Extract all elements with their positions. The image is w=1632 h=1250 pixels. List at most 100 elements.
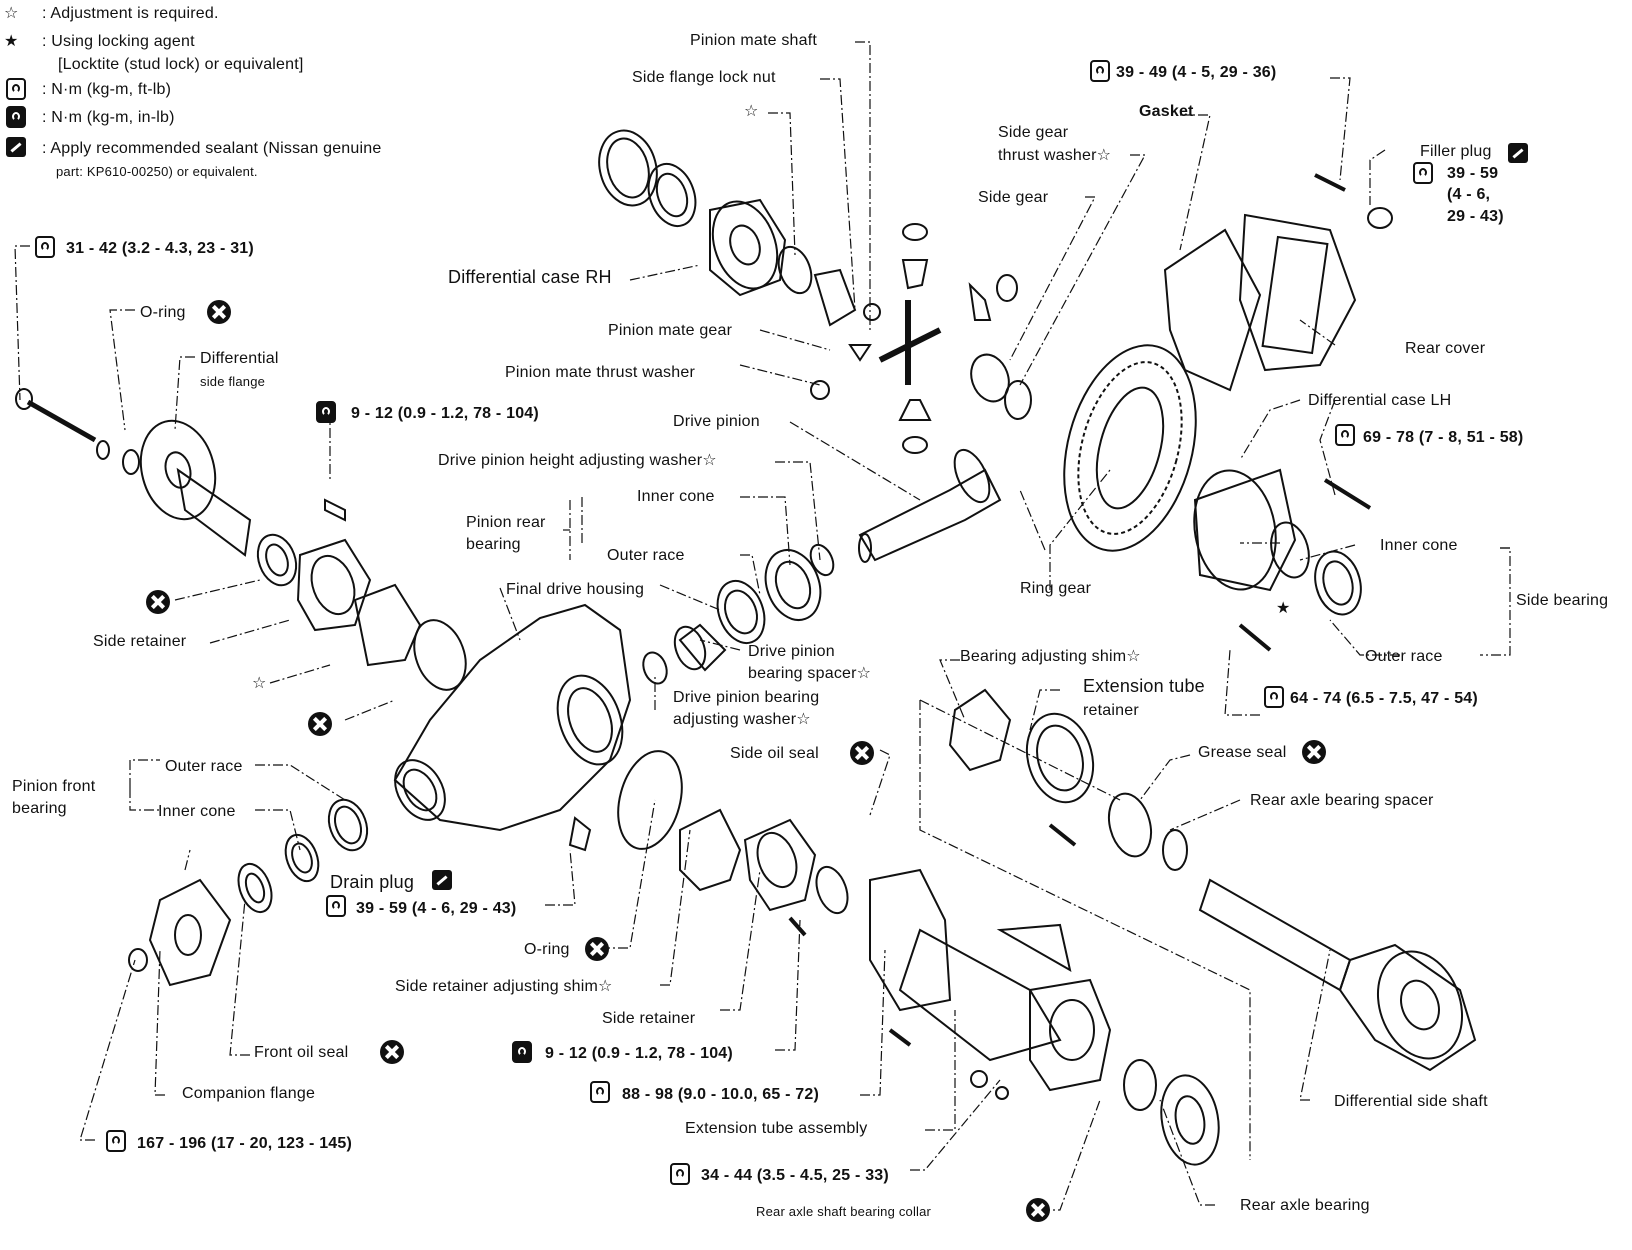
- label-side-gear: Side gear: [978, 189, 1049, 206]
- label-side-gear-thrust-washer-1: Side gear: [998, 124, 1069, 141]
- label-rear-cover: Rear cover: [1405, 340, 1486, 357]
- torque-88-98: 88 - 98 (9.0 - 10.0, 65 - 72): [622, 1086, 820, 1103]
- label-outer-race-right: Outer race: [1365, 648, 1443, 665]
- torque-wrench-icon: [35, 236, 55, 258]
- torque-wrench-inlb-icon: [512, 1041, 532, 1063]
- label-inner-cone-top: Inner cone: [637, 488, 715, 505]
- legend-torque-in-text: : N·m (kg-m, in-lb): [42, 109, 175, 126]
- label-o-ring-left: O-ring: [140, 304, 186, 321]
- label-side-retainer-adjusting-shim: Side retainer adjusting shim☆: [395, 978, 613, 995]
- label-differential-side-shaft: Differential side shaft: [1334, 1093, 1488, 1110]
- non-reusable-icon: [380, 1040, 404, 1064]
- legend-torque-nm-text: : N·m (kg-m, ft-lb): [42, 81, 172, 98]
- label-pinion-mate-gear: Pinion mate gear: [608, 322, 733, 339]
- non-reusable-icon: [850, 741, 874, 765]
- label-side-retainer-center: Side retainer: [602, 1010, 696, 1027]
- label-inner-cone-left: Inner cone: [158, 803, 236, 820]
- legend-sealant-text: : Apply recommended sealant (Nissan genu…: [42, 140, 382, 157]
- torque-wrench-icon: [590, 1081, 610, 1103]
- legend-adjust-symbol: ☆: [4, 5, 19, 22]
- sealant-icon: [1508, 143, 1528, 163]
- torque-wrench-icon: [326, 895, 346, 917]
- non-reusable-icon: [146, 590, 170, 614]
- sealant-icon: [432, 870, 452, 890]
- torque-wrench-inlb-icon: [316, 401, 336, 423]
- non-reusable-icon: [308, 712, 332, 736]
- label-pinion-front-bearing-2: bearing: [12, 800, 67, 817]
- torque-wrench-icon: [1264, 686, 1284, 708]
- torque-filler-2: (4 - 6,: [1447, 186, 1491, 203]
- label-side-oil-seal: Side oil seal: [730, 745, 819, 762]
- torque-167-196: 167 - 196 (17 - 20, 123 - 145): [137, 1135, 353, 1152]
- label-differential-case-lh: Differential case LH: [1308, 392, 1452, 409]
- label-final-drive-housing: Final drive housing: [506, 581, 645, 598]
- label-pinion-front-bearing-1: Pinion front: [12, 778, 96, 795]
- label-side-retainer-left: Side retainer: [93, 633, 187, 650]
- torque-34-44: 34 - 44 (3.5 - 4.5, 25 - 33): [701, 1167, 889, 1184]
- label-pinion-rear-bearing-2: bearing: [466, 536, 521, 553]
- label-pinion-rear-bearing-1: Pinion rear: [466, 514, 546, 531]
- label-bearing-adjusting-shim: Bearing adjusting shim☆: [960, 648, 1141, 665]
- legend-lock-text: : Using locking agent: [42, 33, 195, 50]
- non-reusable-icon: [1302, 740, 1326, 764]
- label-differential-side-flange-1: Differential: [200, 350, 279, 367]
- label-gasket: Gasket: [1139, 103, 1194, 120]
- label-side-flange-lock-nut: Side flange lock nut: [632, 69, 776, 86]
- label-companion-flange: Companion flange: [182, 1085, 316, 1102]
- label-drain-plug: Drain plug: [330, 872, 415, 892]
- torque-filler-1: 39 - 59: [1447, 165, 1499, 182]
- torque-69-78: 69 - 78 (7 - 8, 51 - 58): [1363, 429, 1524, 446]
- label-extension-tube-assembly: Extension tube assembly: [685, 1120, 868, 1137]
- non-reusable-icon: [207, 300, 231, 324]
- label-rear-axle-bearing: Rear axle bearing: [1240, 1197, 1370, 1214]
- legend-adjust-text: : Adjustment is required.: [42, 5, 219, 22]
- legend-lock-symbol: ★: [4, 33, 19, 50]
- torque-39-49: 39 - 49 (4 - 5, 29 - 36): [1116, 64, 1277, 81]
- legend-lock-text-2: [Locktite (stud lock) or equivalent]: [58, 56, 304, 73]
- non-reusable-icon: [585, 937, 609, 961]
- torque-31-42: 31 - 42 (3.2 - 4.3, 23 - 31): [66, 240, 254, 257]
- label-drive-pinion-height-washer: Drive pinion height adjusting washer☆: [438, 452, 717, 469]
- label-differential-case-rh: Differential case RH: [448, 267, 612, 287]
- label-outer-race-top: Outer race: [607, 547, 685, 564]
- torque-wrench-icon: [1413, 162, 1433, 184]
- label-grease-seal: Grease seal: [1198, 744, 1287, 761]
- label-drive-pinion: Drive pinion: [673, 413, 760, 430]
- torque-wrench-icon: [1335, 424, 1355, 446]
- label-drive-pinion-bearing-spacer-1: Drive pinion: [748, 643, 835, 660]
- torque-wrench-icon: [106, 1130, 126, 1152]
- label-side-gear-thrust-washer-2: thrust washer☆: [998, 147, 1112, 164]
- legend-sealant-text-2: part: KP610-00250) or equivalent.: [56, 164, 258, 179]
- label-drive-pinion-bearing-washer-1: Drive pinion bearing: [673, 689, 820, 706]
- torque-filler-3: 29 - 43): [1447, 208, 1504, 225]
- label-rear-axle-shaft-bearing-collar: Rear axle shaft bearing collar: [756, 1204, 932, 1219]
- sealant-icon: [6, 137, 26, 157]
- torque-wrench-inlb-icon: [6, 106, 26, 128]
- label-extension-tube-retainer-2: retainer: [1083, 702, 1139, 719]
- label-filler-plug: Filler plug: [1420, 143, 1492, 160]
- label-drive-pinion-bearing-spacer-2: bearing spacer☆: [748, 665, 872, 682]
- label-o-ring-center: O-ring: [524, 941, 570, 958]
- label-rear-axle-bearing-spacer: Rear axle bearing spacer: [1250, 792, 1434, 809]
- label-pinion-mate-thrust-washer: Pinion mate thrust washer: [505, 364, 695, 381]
- torque-drain: 39 - 59 (4 - 6, 29 - 43): [356, 900, 517, 917]
- torque-9-12-bottom: 9 - 12 (0.9 - 1.2, 78 - 104): [545, 1045, 733, 1062]
- label-pinion-mate-shaft: Pinion mate shaft: [690, 32, 818, 49]
- torque-64-74: 64 - 74 (6.5 - 7.5, 47 - 54): [1290, 690, 1478, 707]
- torque-9-12-top: 9 - 12 (0.9 - 1.2, 78 - 104): [351, 405, 539, 422]
- non-reusable-icon: [1026, 1198, 1050, 1222]
- torque-wrench-icon: [1090, 60, 1110, 82]
- label-adjust-star-left: ☆: [252, 675, 267, 692]
- torque-wrench-icon: [6, 78, 26, 100]
- label-ring-gear: Ring gear: [1020, 580, 1092, 597]
- label-inner-cone-right: Inner cone: [1380, 537, 1458, 554]
- label-extension-tube-retainer-1: Extension tube: [1083, 676, 1205, 696]
- label-outer-race-left: Outer race: [165, 758, 243, 775]
- label-front-oil-seal: Front oil seal: [254, 1044, 349, 1061]
- label-differential-side-flange-2: side flange: [200, 374, 266, 389]
- label-lock-star: ★: [1276, 600, 1291, 617]
- torque-wrench-icon: [670, 1163, 690, 1185]
- label-side-bearing: Side bearing: [1516, 592, 1609, 609]
